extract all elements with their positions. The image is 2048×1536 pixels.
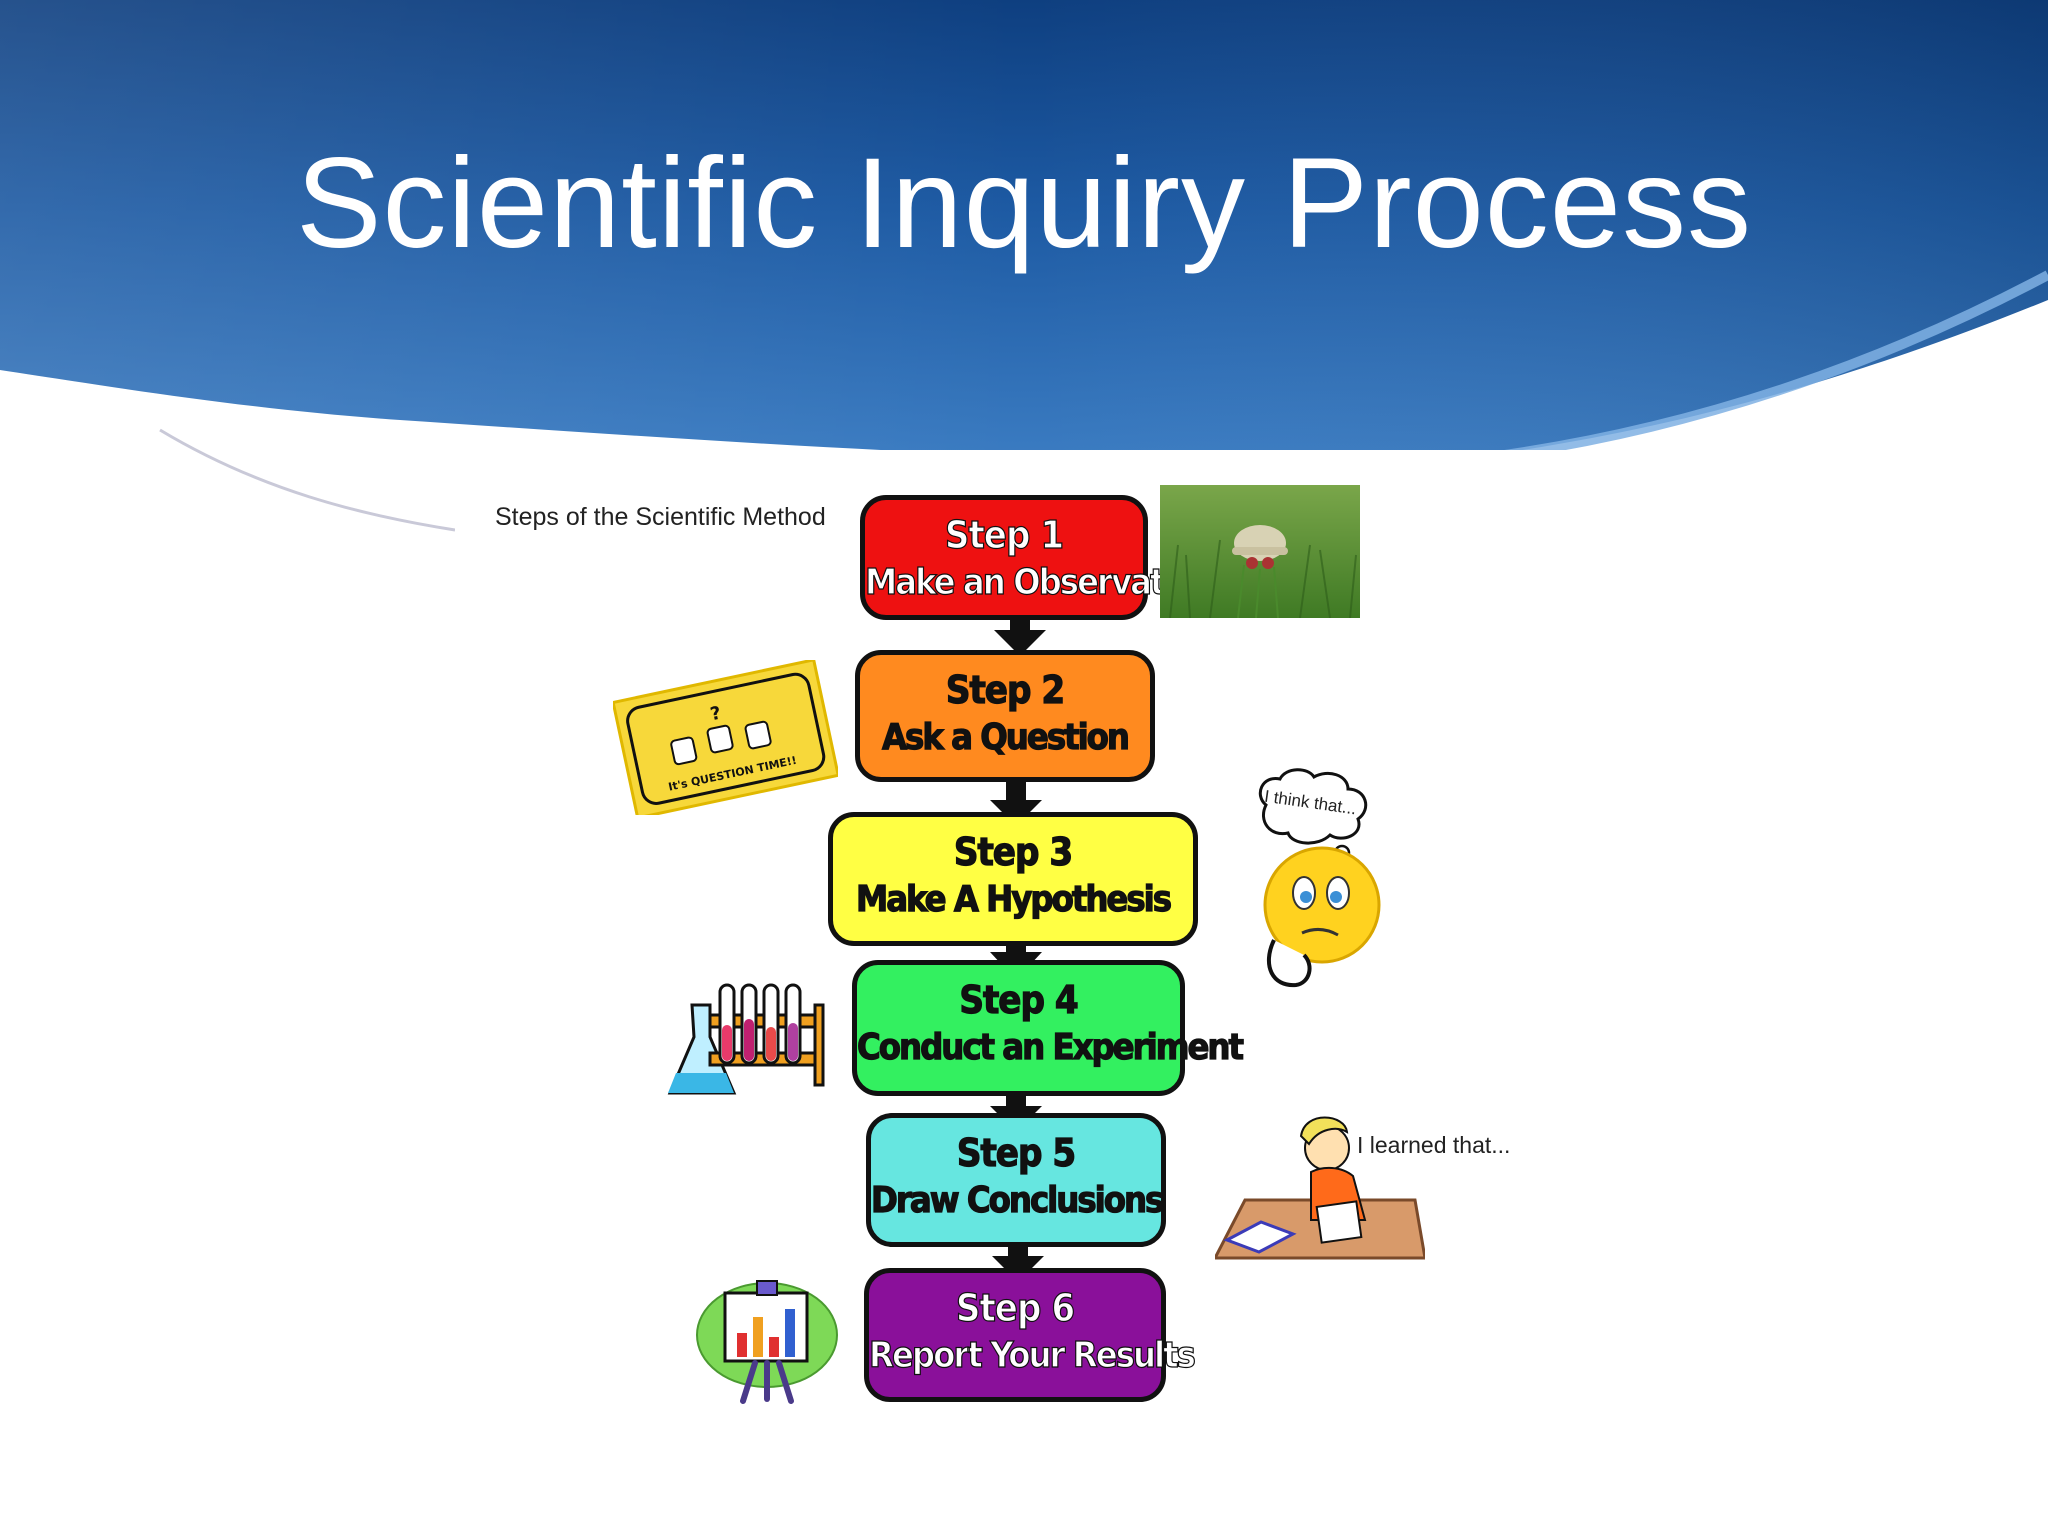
- step-3-box: Step 3 Make A Hypothesis: [828, 812, 1198, 946]
- question-card: ? It's QUESTION TIME!!: [613, 660, 838, 815]
- header-swoosh-line-left: [159, 428, 456, 532]
- slide-title: Scientific Inquiry Process: [296, 132, 1752, 275]
- step-6-box: Step 6 Report Your Results: [864, 1268, 1197, 1402]
- student-writing: I learned that...: [1215, 1110, 1535, 1260]
- step-1-box: Step 1 Make an Observation: [860, 495, 1216, 620]
- chart-presentation-icon: [696, 1280, 838, 1404]
- figure-caption: Steps of the Scientific Method: [495, 503, 826, 531]
- step-5-label: Step 5: [956, 1130, 1077, 1175]
- step-3-label: Step 3: [953, 829, 1074, 874]
- observation-photo: [1160, 485, 1360, 618]
- question-card-graphic: ? It's QUESTION TIME!!: [613, 660, 838, 815]
- thinking-face-graphic: [1258, 768, 1381, 988]
- step-2-label: Step 2: [945, 667, 1066, 712]
- step-2-box: Step 2 Ask a Question: [855, 650, 1155, 782]
- step-1-text: Make an Observation: [864, 561, 1216, 603]
- thinking-face: I think that...: [1252, 765, 1392, 995]
- step-4-text: Conduct an Experiment: [856, 1026, 1244, 1068]
- step-6-text: Report Your Results: [868, 1334, 1196, 1376]
- step-5-text: Draw Conclusions: [870, 1179, 1165, 1221]
- step-3-text: Make A Hypothesis: [855, 878, 1172, 920]
- step-4-box: Step 4 Conduct an Experiment: [852, 960, 1245, 1096]
- step-2-text: Ask a Question: [881, 716, 1130, 758]
- learned-text: I learned that...: [1357, 1132, 1511, 1158]
- svg-text:?: ?: [708, 703, 723, 726]
- step-1-label: Step 1: [944, 512, 1065, 557]
- step-4-label: Step 4: [959, 977, 1080, 1022]
- student-writing-graphic: [1215, 1116, 1425, 1260]
- test-tubes-icon: [667, 983, 825, 1095]
- step-5-box: Step 5 Draw Conclusions: [866, 1113, 1166, 1247]
- step-6-label: Step 6: [955, 1285, 1076, 1330]
